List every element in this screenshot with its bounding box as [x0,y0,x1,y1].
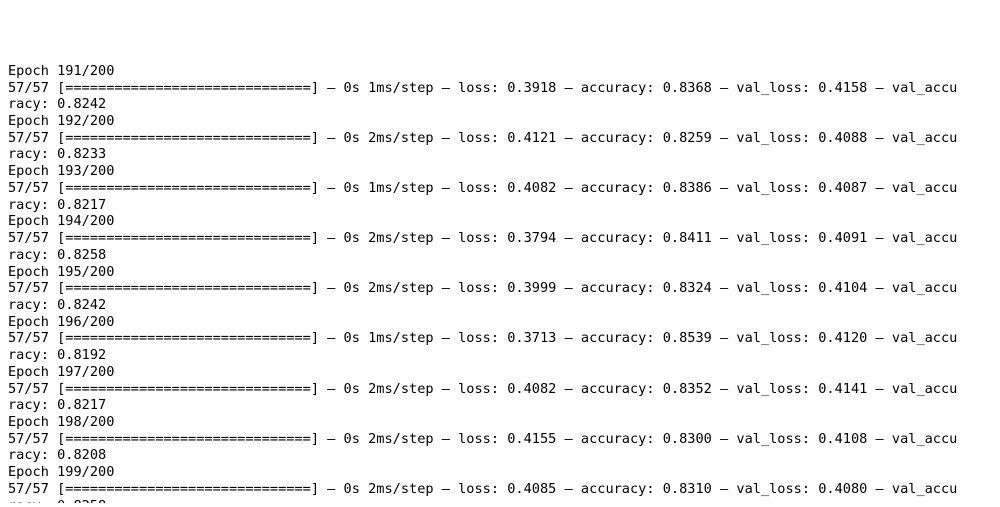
epoch-header-line: Epoch 197/200 [8,363,115,380]
epoch-header-line: Epoch 194/200 [8,213,115,230]
epoch-val-accuracy-wrap-line: racy: 0.8208 [8,447,107,464]
epoch-progress-line: 57/57 [==============================] –… [8,129,958,146]
epoch-val-accuracy-wrap-line: racy: 0.8242 [8,96,107,113]
epoch-val-accuracy-wrap-line: racy: 0.8217 [8,196,107,213]
epoch-progress-line: 57/57 [==============================] –… [8,230,958,247]
epoch-val-accuracy-wrap-line: racy: 0.8192 [8,347,107,364]
epoch-header-line: Epoch 192/200 [8,113,115,130]
epoch-header-line: Epoch 199/200 [8,464,115,481]
partial-scrolled-line [8,29,1000,46]
epoch-progress-line: 57/57 [==============================] –… [8,280,958,297]
epoch-header-line: Epoch 196/200 [8,313,115,330]
epoch-progress-line: 57/57 [==============================] –… [8,330,958,347]
epoch-header-line: Epoch 193/200 [8,163,115,180]
epoch-header-line: Epoch 198/200 [8,413,115,430]
epoch-val-accuracy-wrap-line: racy: 0.8258 [8,498,1000,503]
epoch-val-accuracy-wrap-line: racy: 0.8217 [8,397,107,414]
epoch-progress-line: 57/57 [==============================] –… [8,179,958,196]
epoch-progress-line: 57/57 [==============================] –… [8,79,958,96]
epoch-val-accuracy-wrap-line: racy: 0.8242 [8,296,107,313]
epoch-progress-line: 57/57 [==============================] –… [8,380,958,397]
epoch-progress-line: 57/57 [==============================] –… [8,430,958,447]
epoch-header-line: Epoch 195/200 [8,263,115,280]
epoch-val-accuracy-wrap-line: racy: 0.8233 [8,146,107,163]
epoch-progress-line: 57/57 [==============================] –… [8,480,958,497]
epoch-val-accuracy-wrap-line: racy: 0.8258 [8,246,107,263]
epoch-header-line: Epoch 191/200 [8,62,115,79]
